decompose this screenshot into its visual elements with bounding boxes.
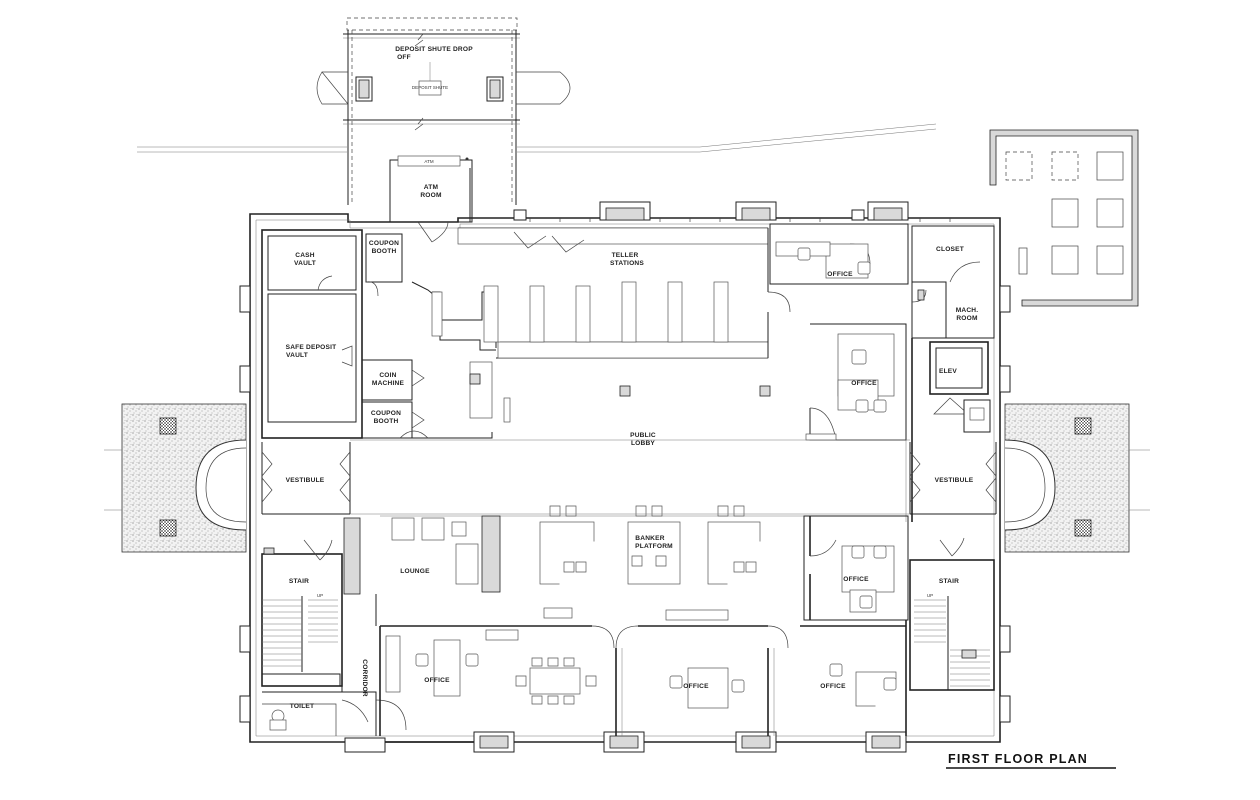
label-deposit-drop-2: OFF — [397, 54, 411, 61]
elevator-office-right — [805, 323, 991, 522]
building-exterior-walls — [239, 201, 1011, 753]
label-office-right-lower: OFFICE — [843, 576, 869, 583]
drive-lanes — [137, 123, 937, 153]
corridor-toilet — [262, 594, 407, 736]
label-lounge: LOUNGE — [400, 568, 430, 575]
label-deposit-box: DEPOSIT SHUTE — [412, 85, 448, 90]
bottom-offices — [379, 607, 907, 736]
label-teller-1: TELLER — [612, 252, 639, 259]
label-office-right-upper: OFFICE — [851, 380, 877, 387]
label-up-right: UP — [927, 593, 933, 598]
label-banker-1: BANKER — [635, 535, 664, 542]
label-atm-room-1: ATM — [424, 184, 439, 191]
label-coupon-booth-bottom-2: BOOTH — [374, 418, 399, 425]
label-stair-left: STAIR — [289, 578, 309, 585]
label-office-bottom-right: OFFICE — [820, 683, 846, 690]
label-public-lobby-1: PUBLIC — [630, 432, 656, 439]
terrace-left — [104, 403, 247, 553]
label-toilet: TOILET — [290, 703, 315, 710]
label-cash-vault-2: VAULT — [294, 260, 316, 267]
label-office-top: OFFICE — [827, 271, 853, 278]
drive-through-canopy — [316, 17, 571, 205]
label-atm: ATM — [424, 159, 433, 164]
teller-counter — [431, 228, 791, 423]
site-paver-grid — [989, 129, 1139, 307]
label-vestibule-left: VESTIBULE — [286, 477, 325, 484]
label-elev: ELEV — [939, 368, 957, 375]
label-mach-room-1: MACH. — [956, 307, 979, 314]
vestibule-right — [909, 442, 997, 515]
plan-title: FIRST FLOOR PLAN — [948, 752, 1088, 766]
label-coin-machine-1: COIN — [379, 372, 396, 379]
label-vestibule-right: VESTIBULE — [935, 477, 974, 484]
label-atm-room-2: ROOM — [420, 192, 442, 199]
stair-right — [909, 537, 995, 691]
room-labels: DEPOSIT SHUTE DROP OFF DEPOSIT SHUTE ATM… — [286, 46, 979, 710]
stair-left — [261, 539, 343, 687]
label-coupon-booth-top-2: BOOTH — [372, 248, 397, 255]
label-teller-2: STATIONS — [610, 260, 644, 267]
label-office-bottom-left: OFFICE — [424, 677, 450, 684]
label-stair-right: STAIR — [939, 578, 959, 585]
label-mach-room-2: ROOM — [956, 315, 978, 322]
label-safe-deposit-2: VAULT — [286, 352, 308, 359]
label-coin-machine-2: MACHINE — [372, 380, 405, 387]
label-public-lobby-2: LOBBY — [631, 440, 655, 447]
vestibule-left — [261, 442, 351, 515]
label-coupon-booth-top-1: COUPON — [369, 240, 399, 247]
label-up-left: UP — [317, 593, 323, 598]
plan-title-block: FIRST FLOOR PLAN — [946, 752, 1116, 769]
terrace-right — [1004, 403, 1150, 553]
label-cash-vault-1: CASH — [295, 252, 315, 259]
label-corridor: CORRIDOR — [361, 659, 368, 697]
label-banker-2: PLATFORM — [635, 543, 673, 550]
label-safe-deposit-1: SAFE DEPOSIT — [286, 344, 337, 351]
office-top-right — [769, 223, 995, 339]
label-closet: CLOSET — [936, 246, 964, 253]
label-coupon-booth-bottom-1: COUPON — [371, 410, 401, 417]
atm-room — [389, 155, 769, 245]
label-deposit-drop-1: DEPOSIT SHUTE DROP — [395, 46, 473, 53]
lounge-banker — [343, 505, 909, 621]
vault-area — [261, 229, 496, 439]
label-office-bottom-center: OFFICE — [683, 683, 709, 690]
